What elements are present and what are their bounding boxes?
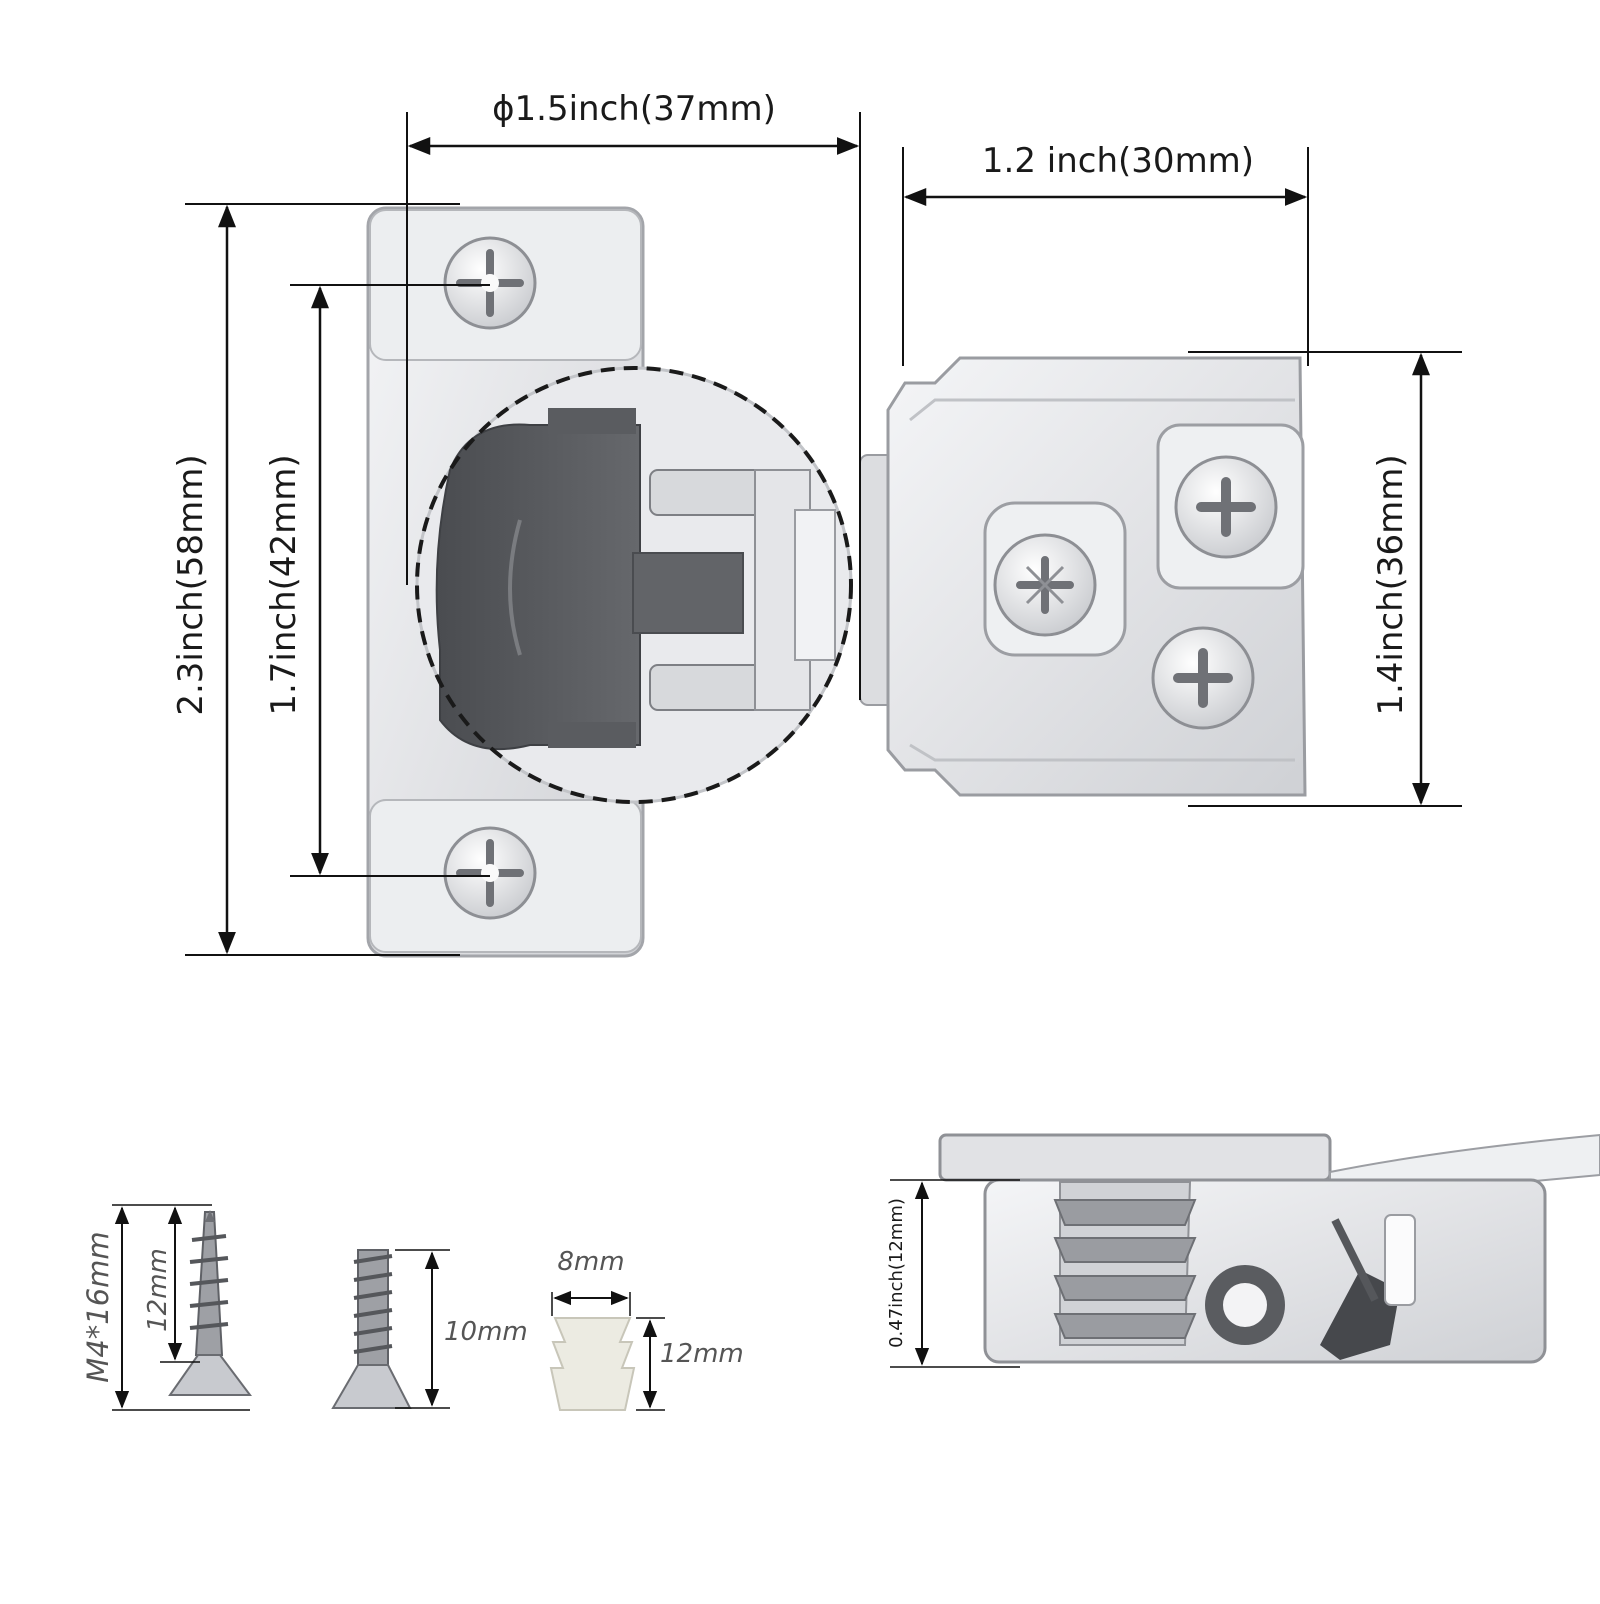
- hinge-cup: [415, 366, 853, 804]
- dimension-cup-diameter: ϕ1.5inch(37mm): [406, 89, 861, 700]
- euro-screw-icon: [331, 1249, 412, 1409]
- arm-screw-main-icon: [993, 533, 1097, 637]
- dowel-length-label: 12mm: [660, 1339, 744, 1369]
- dimension-arm-length: 1.2 inch(30mm): [902, 141, 1309, 366]
- plate-screw-bottom-icon: [443, 826, 537, 920]
- hinge-side-view: [938, 1133, 1600, 1364]
- dimension-wood-screw: M4*16mm 12mm: [81, 1204, 250, 1411]
- cup-diameter-label: ϕ1.5inch(37mm): [492, 89, 776, 129]
- arm-screw-upper-icon: [1174, 455, 1278, 559]
- euro-screw-length-label: 10mm: [444, 1317, 528, 1347]
- arm-length-label: 1.2 inch(30mm): [982, 141, 1254, 181]
- plate-height-label: 2.3inch(58mm): [171, 454, 211, 715]
- wood-screw-thread-label: 12mm: [143, 1248, 173, 1332]
- plate-screw-top-icon: [443, 236, 537, 330]
- dimension-plate-height: 2.3inch(58mm): [171, 203, 460, 956]
- hole-spacing-label: 1.7inch(42mm): [264, 454, 304, 715]
- arm-height-label: 1.4inch(36mm): [1371, 454, 1411, 715]
- dimension-euro-screw: 10mm: [395, 1249, 528, 1409]
- dimension-dowel: 8mm 12mm: [551, 1247, 744, 1411]
- nylon-dowel-icon: [549, 1317, 636, 1411]
- dowel-width-label: 8mm: [557, 1247, 624, 1277]
- plate-thickness-label: 0.47inch(12mm): [886, 1198, 907, 1348]
- dimension-plate-thickness: 0.47inch(12mm): [886, 1179, 1020, 1368]
- arm-screw-lower-icon: [1151, 626, 1255, 730]
- wood-screw-size-label: M4*16mm: [81, 1231, 115, 1382]
- dimension-hole-spacing: 1.7inch(42mm): [264, 284, 490, 877]
- wood-screw-icon: [168, 1210, 252, 1396]
- dimension-arm-height: 1.4inch(36mm): [1188, 351, 1462, 807]
